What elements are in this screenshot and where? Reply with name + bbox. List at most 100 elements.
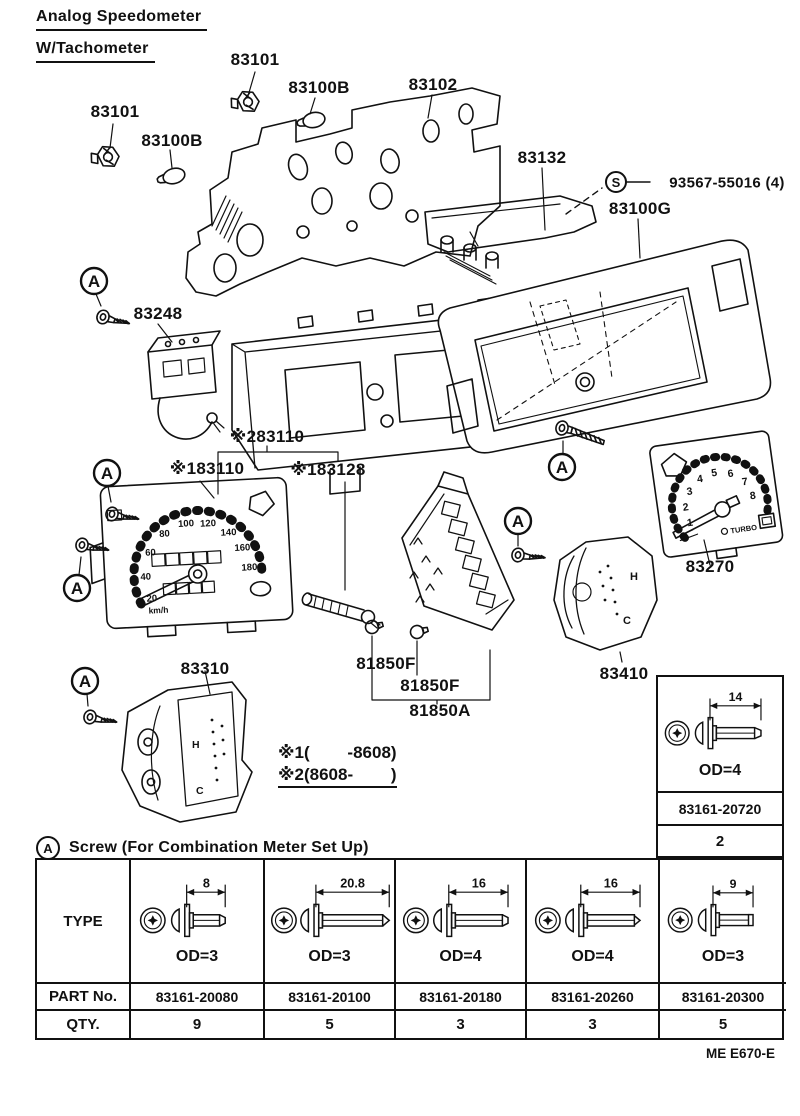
- speedo-num: 140: [220, 527, 236, 539]
- part-83248-relay: [147, 330, 225, 440]
- label-83101-left: 83101: [90, 102, 140, 121]
- label-83100b-left: 83100B: [141, 131, 203, 150]
- tach-num: 6: [727, 468, 735, 481]
- label-83101-top: 83101: [230, 50, 280, 69]
- tach-brand-text: TURBO: [730, 523, 758, 536]
- dim-1: 8: [203, 876, 210, 890]
- inset-screw-box: 14 OD=4 83161-20720 2: [656, 675, 784, 858]
- inset-screw-type: 14 OD=4: [658, 677, 782, 793]
- leader-83248: [157, 323, 173, 343]
- dim-5: 9: [730, 877, 737, 891]
- speedo-num: 160: [234, 542, 250, 554]
- speedo-num: 80: [159, 528, 170, 540]
- speedo-unit: km/h: [148, 605, 168, 616]
- type-col-5: 9 OD=3: [658, 860, 786, 982]
- gauge-h: H: [630, 571, 638, 583]
- part-81850a-indicator-panel: [401, 471, 515, 631]
- panel-chevrons: [409, 537, 443, 603]
- leader-81850: [371, 635, 491, 705]
- gauge-c: C: [196, 785, 204, 797]
- label-83100g: 83100G: [608, 199, 672, 218]
- od-1: OD=3: [175, 948, 219, 965]
- tach-num: 5: [711, 467, 719, 480]
- a-marker-heading: A: [36, 836, 60, 860]
- dashed-leader-s: [565, 187, 603, 215]
- speedometer-tick-ring: [129, 505, 267, 609]
- screw-drawing-2: 20.8: [270, 876, 390, 938]
- page-title-line1: Analog Speedometer: [36, 8, 208, 31]
- row-header-type: TYPE: [63, 912, 103, 930]
- part-83410-gauge: H C: [553, 536, 658, 651]
- screw-spec-table: TYPE 8 OD=3: [35, 858, 786, 1040]
- part-no-4: 83161-20260: [525, 982, 658, 1009]
- leader-183110: [199, 480, 215, 499]
- inset-od: OD=4: [698, 762, 742, 779]
- page-title-line2: W/Tachometer: [36, 40, 155, 63]
- screw-drawing-1: 8: [139, 876, 226, 938]
- label-81850a: 81850A: [409, 701, 471, 720]
- part-no-2: 83161-20100: [263, 982, 394, 1009]
- part-83110-speedometer: 20 40 60 80 100 120 140 160 180 km/h: [89, 476, 294, 638]
- type-col-2: 20.8 OD=3: [263, 860, 394, 982]
- od-3: OD=4: [439, 948, 482, 965]
- label-83248: 83248: [133, 304, 183, 323]
- page-title: Analog Speedometer W/Tachometer: [36, 8, 208, 72]
- leader-83132: [541, 167, 546, 231]
- part-83100g-case: [437, 239, 772, 454]
- label-283110: ※283110: [229, 427, 305, 446]
- speedo-num: 20: [146, 593, 157, 605]
- s-marker-letter: S: [612, 175, 621, 190]
- s-marker: S: [605, 171, 651, 193]
- gauge-dots: [210, 718, 226, 782]
- connector-hatching: [211, 195, 243, 243]
- inset-qty: 2: [715, 832, 725, 850]
- screw-drawing-4: 16: [534, 876, 641, 938]
- qty-5: 5: [658, 1009, 786, 1038]
- note-line-1: ※1( -8608): [278, 743, 397, 762]
- label-leader-lines: [109, 71, 433, 169]
- leader-83270: [703, 539, 711, 566]
- part-83132-bracket: [424, 195, 597, 253]
- leader-83310: [204, 670, 211, 695]
- part-no-1: 83161-20080: [129, 982, 263, 1009]
- gauge-dots: [598, 564, 619, 616]
- label-81850f-1: 81850F: [356, 654, 416, 673]
- inset-part-no: 83161-20720: [658, 793, 782, 826]
- row-header-part: PART No.: [37, 982, 129, 1009]
- label-83102: 83102: [408, 75, 458, 94]
- inset-dim: 14: [729, 690, 743, 704]
- tach-num: 3: [686, 485, 694, 498]
- screw-table-heading: A Screw (For Combination Meter Set Up): [36, 836, 369, 860]
- label-183128: ※183128: [290, 460, 366, 479]
- speedo-num: 120: [200, 518, 216, 530]
- document-code: ME E670-E: [706, 1046, 776, 1061]
- label-83410: 83410: [599, 664, 649, 683]
- screw-drawing-5: 9: [667, 877, 754, 937]
- qty-1: 9: [129, 1009, 263, 1038]
- label-83100b-top: 83100B: [288, 78, 350, 97]
- dim-3: 16: [471, 876, 485, 890]
- tach-num: 7: [741, 476, 749, 489]
- gauge-h: H: [192, 739, 200, 751]
- housing-hatching: [443, 251, 497, 285]
- label-83310: 83310: [180, 659, 230, 678]
- tach-num: 2: [682, 501, 690, 514]
- inset-screw-drawing: 14: [664, 690, 762, 750]
- od-4: OD=4: [571, 948, 614, 965]
- label-81850f-2: 81850F: [400, 676, 460, 695]
- part-83270-tachometer: 1 2 3 4 5 6 7 8 TURBO: [649, 430, 784, 560]
- asterisk-bracket-leaders: [217, 445, 346, 591]
- screw-heading-text: Screw (For Combination Meter Set Up): [69, 839, 369, 856]
- speedo-num: 40: [140, 571, 151, 583]
- dim-2: 20.8: [340, 876, 365, 890]
- leader-83410: [619, 651, 623, 663]
- part-no-3: 83161-20180: [394, 982, 525, 1009]
- speedo-num: 180: [241, 562, 257, 574]
- speedo-num: 100: [178, 518, 194, 530]
- note-line-2: ※2(8608- ): [278, 765, 397, 788]
- part-83128-shaft: [301, 592, 381, 629]
- part-83310-gauge: H C: [121, 681, 253, 823]
- gauge-c: C: [623, 615, 631, 627]
